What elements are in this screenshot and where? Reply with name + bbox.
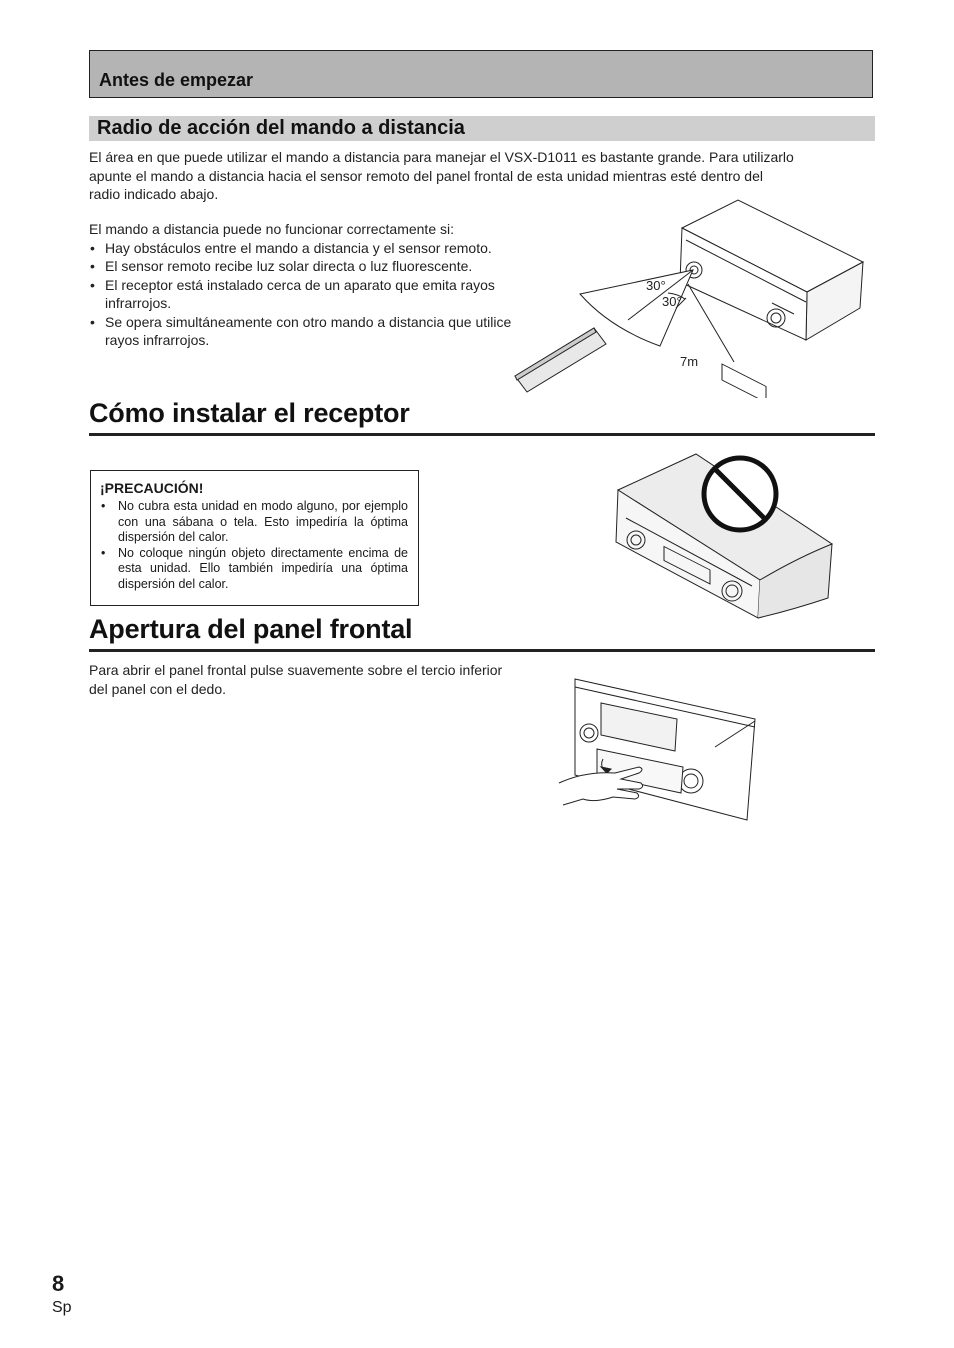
page-number: 8 <box>52 1271 65 1296</box>
remote-conditions: El mando a distancia puede no funcionar … <box>89 220 521 350</box>
section-banner: Antes de empezar <box>89 50 873 98</box>
conditions-lead: El mando a distancia puede no funcionar … <box>89 221 454 237</box>
list-item: Se opera simultáneamente con otro mando … <box>89 313 521 350</box>
install-heading: Cómo instalar el receptor <box>89 398 410 428</box>
intro-line: apunte el mando a distancia hacia el sen… <box>89 167 763 184</box>
subsection-banner: Radio de acción del mando a distancia <box>89 116 875 141</box>
intro-line: radio indicado abajo. <box>89 186 219 202</box>
remote-range-heading: Radio de acción del mando a distancia <box>97 117 465 139</box>
remote-range-intro: El área en que puede utilizar el mando a… <box>89 148 879 204</box>
list-item: Hay obstáculos entre el mando a distanci… <box>89 239 521 258</box>
caution-box: ¡PRECAUCIÓN! No cubra esta unidad en mod… <box>90 470 419 606</box>
front-panel-divider <box>89 649 875 652</box>
list-item: No cubra esta unidad en modo alguno, por… <box>100 499 408 546</box>
front-panel-heading: Apertura del panel frontal <box>89 614 413 644</box>
remote-range-illustration: 30° 30° 7m <box>514 199 865 398</box>
covered-receiver-illustration <box>615 453 833 619</box>
prohibition-sign <box>701 455 779 533</box>
section-title: Antes de empezar <box>99 70 254 90</box>
angle-label-bottom: 30° <box>662 294 682 309</box>
list-item: El receptor está instalado cerca de un a… <box>89 276 521 313</box>
distance-label: 7m <box>680 354 698 369</box>
angle-label-top: 30° <box>646 278 666 293</box>
install-divider <box>89 433 875 436</box>
front-panel-opening-illustration <box>558 678 756 821</box>
caution-title: ¡PRECAUCIÓN! <box>100 480 204 496</box>
list-item: No coloque ningún objeto directamente en… <box>100 546 408 593</box>
intro-line: El área en que puede utilizar el mando a… <box>89 149 794 165</box>
front-panel-text: Para abrir el panel frontal pulse suavem… <box>89 662 503 697</box>
list-item: El sensor remoto recibe luz solar direct… <box>89 257 521 276</box>
page-language: Sp <box>52 1299 72 1316</box>
